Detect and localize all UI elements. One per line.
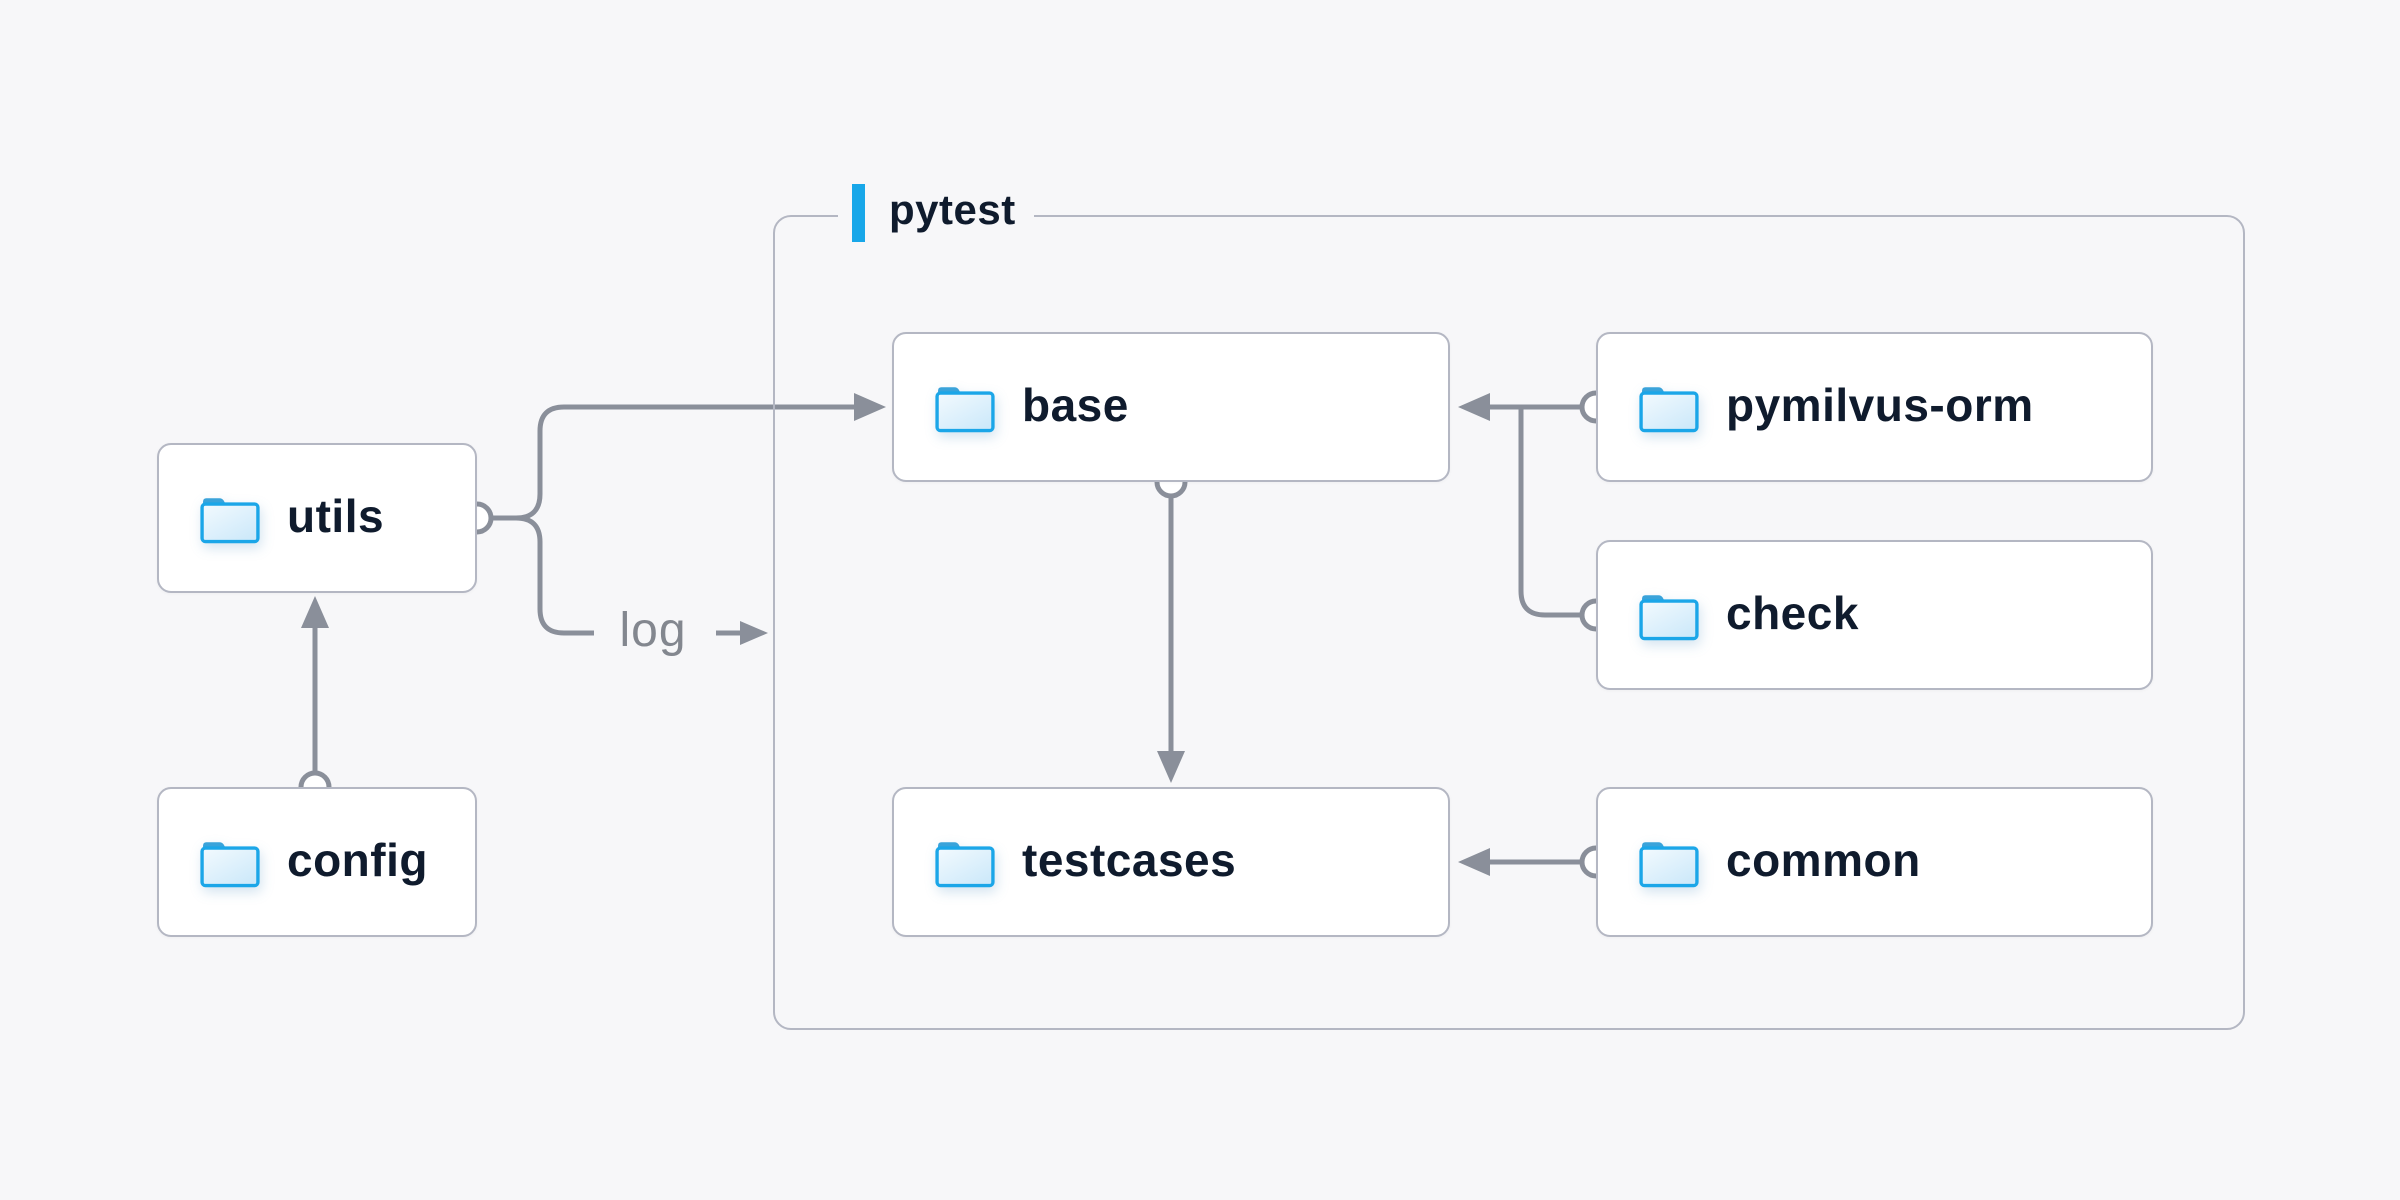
node-utils: utils (157, 443, 477, 593)
node-utils-label: utils (287, 490, 385, 542)
node-check: check (1596, 540, 2153, 690)
node-pymilvus-orm-label: pymilvus-orm (1726, 379, 2034, 431)
node-common-label: common (1726, 834, 1921, 886)
pytest-group-box (773, 215, 2245, 1030)
folder-icon (200, 842, 260, 888)
folder-icon (935, 842, 995, 888)
arrowhead-log-group (740, 621, 768, 645)
node-config-label: config (287, 834, 428, 886)
node-common: common (1596, 787, 2153, 937)
folder-icon (935, 387, 995, 433)
node-check-label: check (1726, 587, 1859, 639)
folder-icon (200, 498, 260, 544)
log-edge-label: log (598, 603, 708, 658)
node-testcases: testcases (892, 787, 1450, 937)
node-base-label: base (1022, 379, 1129, 431)
node-pymilvus-orm: pymilvus-orm (1596, 332, 2153, 482)
folder-icon (1639, 387, 1699, 433)
node-config: config (157, 787, 477, 937)
arrowhead-config-utils (301, 596, 329, 628)
node-base: base (892, 332, 1450, 482)
node-testcases-label: testcases (1022, 834, 1237, 886)
folder-icon (1639, 595, 1699, 641)
pytest-group-title: pytest (889, 186, 1016, 233)
edge-utils-log (491, 515, 594, 636)
pytest-group-label: pytest (838, 181, 1034, 245)
pytest-accent-bar (852, 184, 865, 242)
folder-icon (1639, 842, 1699, 888)
